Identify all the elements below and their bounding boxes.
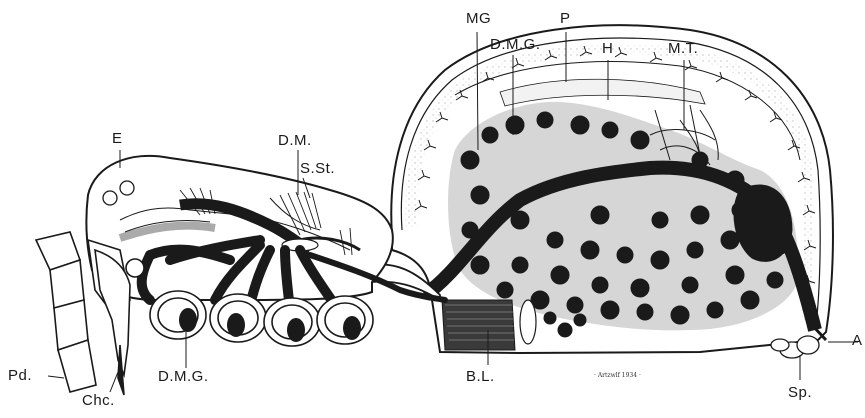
label-dmg-bottom: D.M.G. xyxy=(158,368,209,385)
artist-signature: · Artzwlf 1934 · xyxy=(594,372,641,379)
label-dmg-top: D.M.G. xyxy=(490,36,541,53)
label-mt: M.T. xyxy=(668,40,698,57)
label-chc: Chc. xyxy=(82,392,115,409)
cephalothorax xyxy=(86,156,392,300)
label-h: H xyxy=(602,40,613,57)
label-sst: S.St. xyxy=(300,160,335,177)
label-e: E xyxy=(112,130,123,147)
label-sp: Sp. xyxy=(788,384,812,401)
label-dm: D.M. xyxy=(278,132,312,149)
label-p: P xyxy=(560,10,571,27)
label-bl: B.L. xyxy=(466,368,495,385)
label-mg: MG xyxy=(466,10,491,27)
label-pd: Pd. xyxy=(8,367,32,384)
chelicera xyxy=(95,250,144,395)
label-a: A xyxy=(852,332,863,349)
